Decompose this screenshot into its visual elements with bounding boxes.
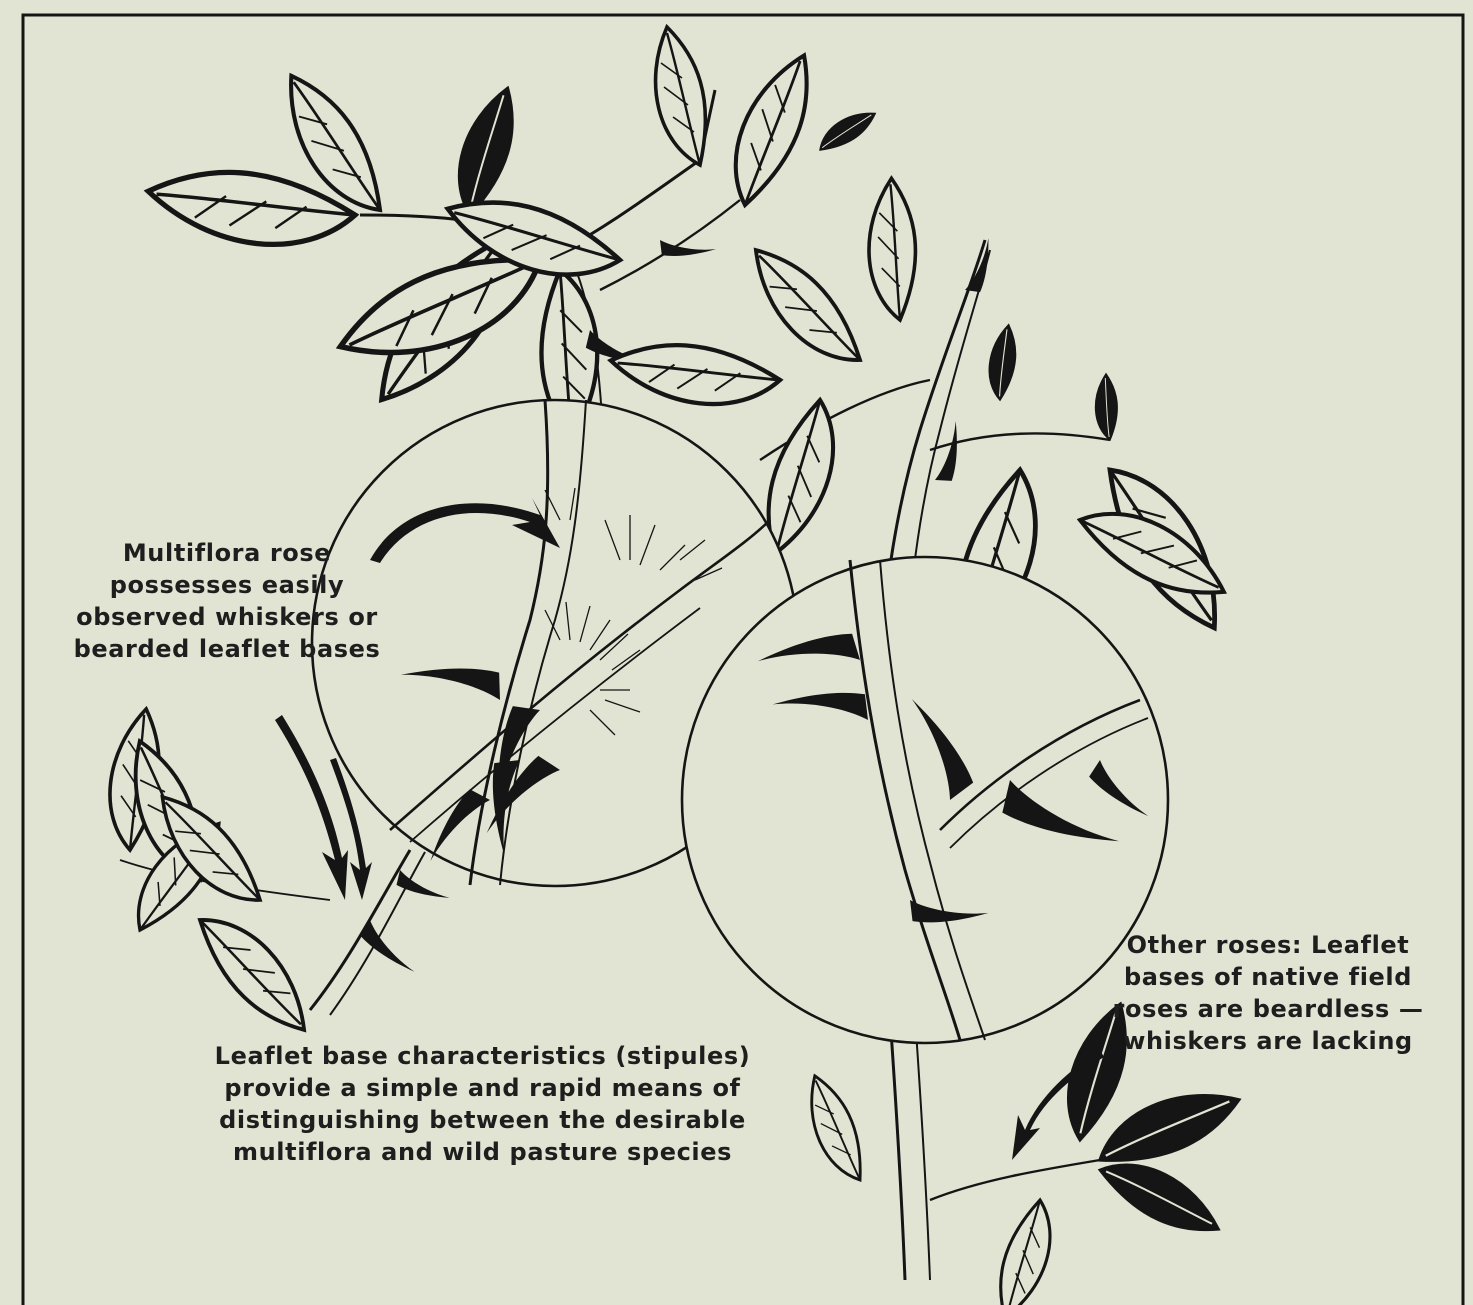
multiflora-label-line: bearded leaflet bases	[62, 633, 392, 665]
other-roses-label: Other roses: Leaflet bases of native fie…	[1088, 929, 1448, 1057]
other-roses-label-line: roses are beardless —	[1088, 993, 1448, 1025]
stipules-label-line: multiflora and wild pasture species	[170, 1136, 795, 1168]
stipules-label-line: distinguishing between the desirable	[170, 1104, 795, 1136]
stipules-label-line: Leaflet base characteristics (stipules)	[170, 1040, 795, 1072]
other-roses-label-line: bases of native field	[1088, 961, 1448, 993]
multiflora-label-line: observed whiskers or	[62, 601, 392, 633]
other-roses-label-line: Other roses: Leaflet	[1088, 929, 1448, 961]
stipules-label: Leaflet base characteristics (stipules) …	[170, 1040, 795, 1168]
multiflora-label: Multiflora rose possesses easily observe…	[62, 537, 392, 665]
stipules-label-line: provide a simple and rapid means of	[170, 1072, 795, 1104]
other-roses-label-line: whiskers are lacking	[1088, 1025, 1448, 1057]
multiflora-label-line: possesses easily	[62, 569, 392, 601]
multiflora-label-line: Multiflora rose	[62, 537, 392, 569]
